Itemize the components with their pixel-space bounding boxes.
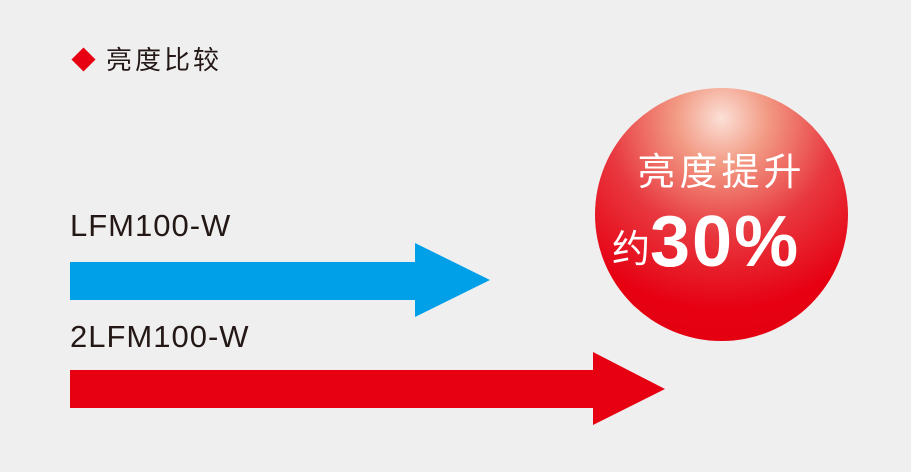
badge-percent: 30% [650, 202, 801, 282]
badge-prefix: 约 [612, 227, 651, 271]
model-label-2lfm100: 2LFM100-W [70, 319, 250, 354]
section-title: 亮度比较 [106, 46, 223, 76]
brightness-badge [595, 88, 848, 341]
blue-arrow [70, 243, 490, 317]
model-label-lfm100: LFM100-W [70, 208, 232, 243]
badge-headline: 亮度提升 [637, 150, 806, 194]
red-arrow [70, 352, 665, 425]
badge-value: 约30% [612, 206, 800, 297]
